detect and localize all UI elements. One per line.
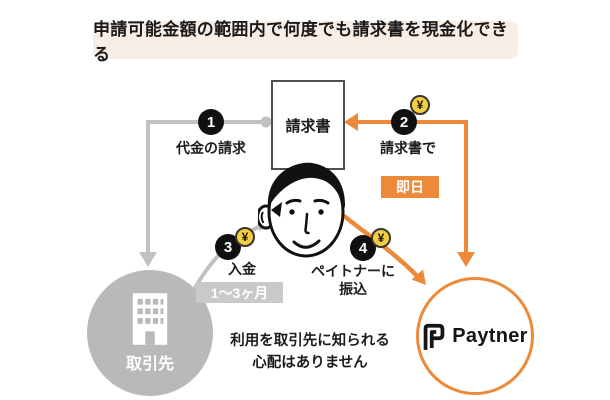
- step-1-digit: 1: [206, 113, 216, 131]
- paytner-logo-icon: [423, 323, 445, 350]
- step-4-digit: 4: [358, 239, 368, 257]
- yen-symbol: ¥: [416, 98, 424, 112]
- invoice-document-box: 請求書: [271, 80, 345, 170]
- yen-coin-icon: ¥: [235, 227, 255, 247]
- headline-text: 申請可能金額の範囲内で何度でも請求書を現金化できる: [93, 20, 509, 64]
- step-4-number: 4: [350, 235, 376, 261]
- step-2-digit: 2: [399, 113, 409, 131]
- client-entity-circle: 取引先: [87, 270, 213, 396]
- privacy-note: 利用を取引先に知られる 心配はありません: [230, 333, 390, 371]
- step-1-number: 1: [198, 109, 224, 135]
- person-face-illustration: [258, 162, 346, 258]
- same-day-badge-text: 即日: [396, 179, 424, 195]
- yen-coin-icon: ¥: [410, 95, 430, 115]
- paytner-entity-circle: Paytner: [416, 277, 534, 395]
- yen-symbol: ¥: [241, 230, 249, 244]
- step-2-number: 2: [391, 109, 417, 135]
- step-3-label: 入金: [228, 261, 256, 277]
- step-2-label: 請求書で: [380, 140, 436, 156]
- client-label: 取引先: [125, 355, 174, 373]
- paytner-brand-text: Paytner: [452, 324, 528, 347]
- step-4-label: ペイトナーに 振込: [311, 263, 395, 297]
- building-icon: [132, 292, 168, 345]
- headline-banner: 申請可能金額の範囲内で何度でも請求書を現金化できる: [93, 20, 518, 64]
- yen-symbol: ¥: [377, 231, 385, 245]
- yen-coin-icon: ¥: [371, 228, 391, 248]
- period-badge: 1〜3ヶ月: [196, 282, 283, 303]
- invoice-box-label: 請求書: [285, 117, 331, 135]
- step-3-digit: 3: [223, 238, 233, 256]
- step-1-label: 代金の請求: [176, 140, 246, 156]
- same-day-badge: 即日: [381, 176, 439, 198]
- period-badge-text: 1〜3ヶ月: [210, 284, 269, 301]
